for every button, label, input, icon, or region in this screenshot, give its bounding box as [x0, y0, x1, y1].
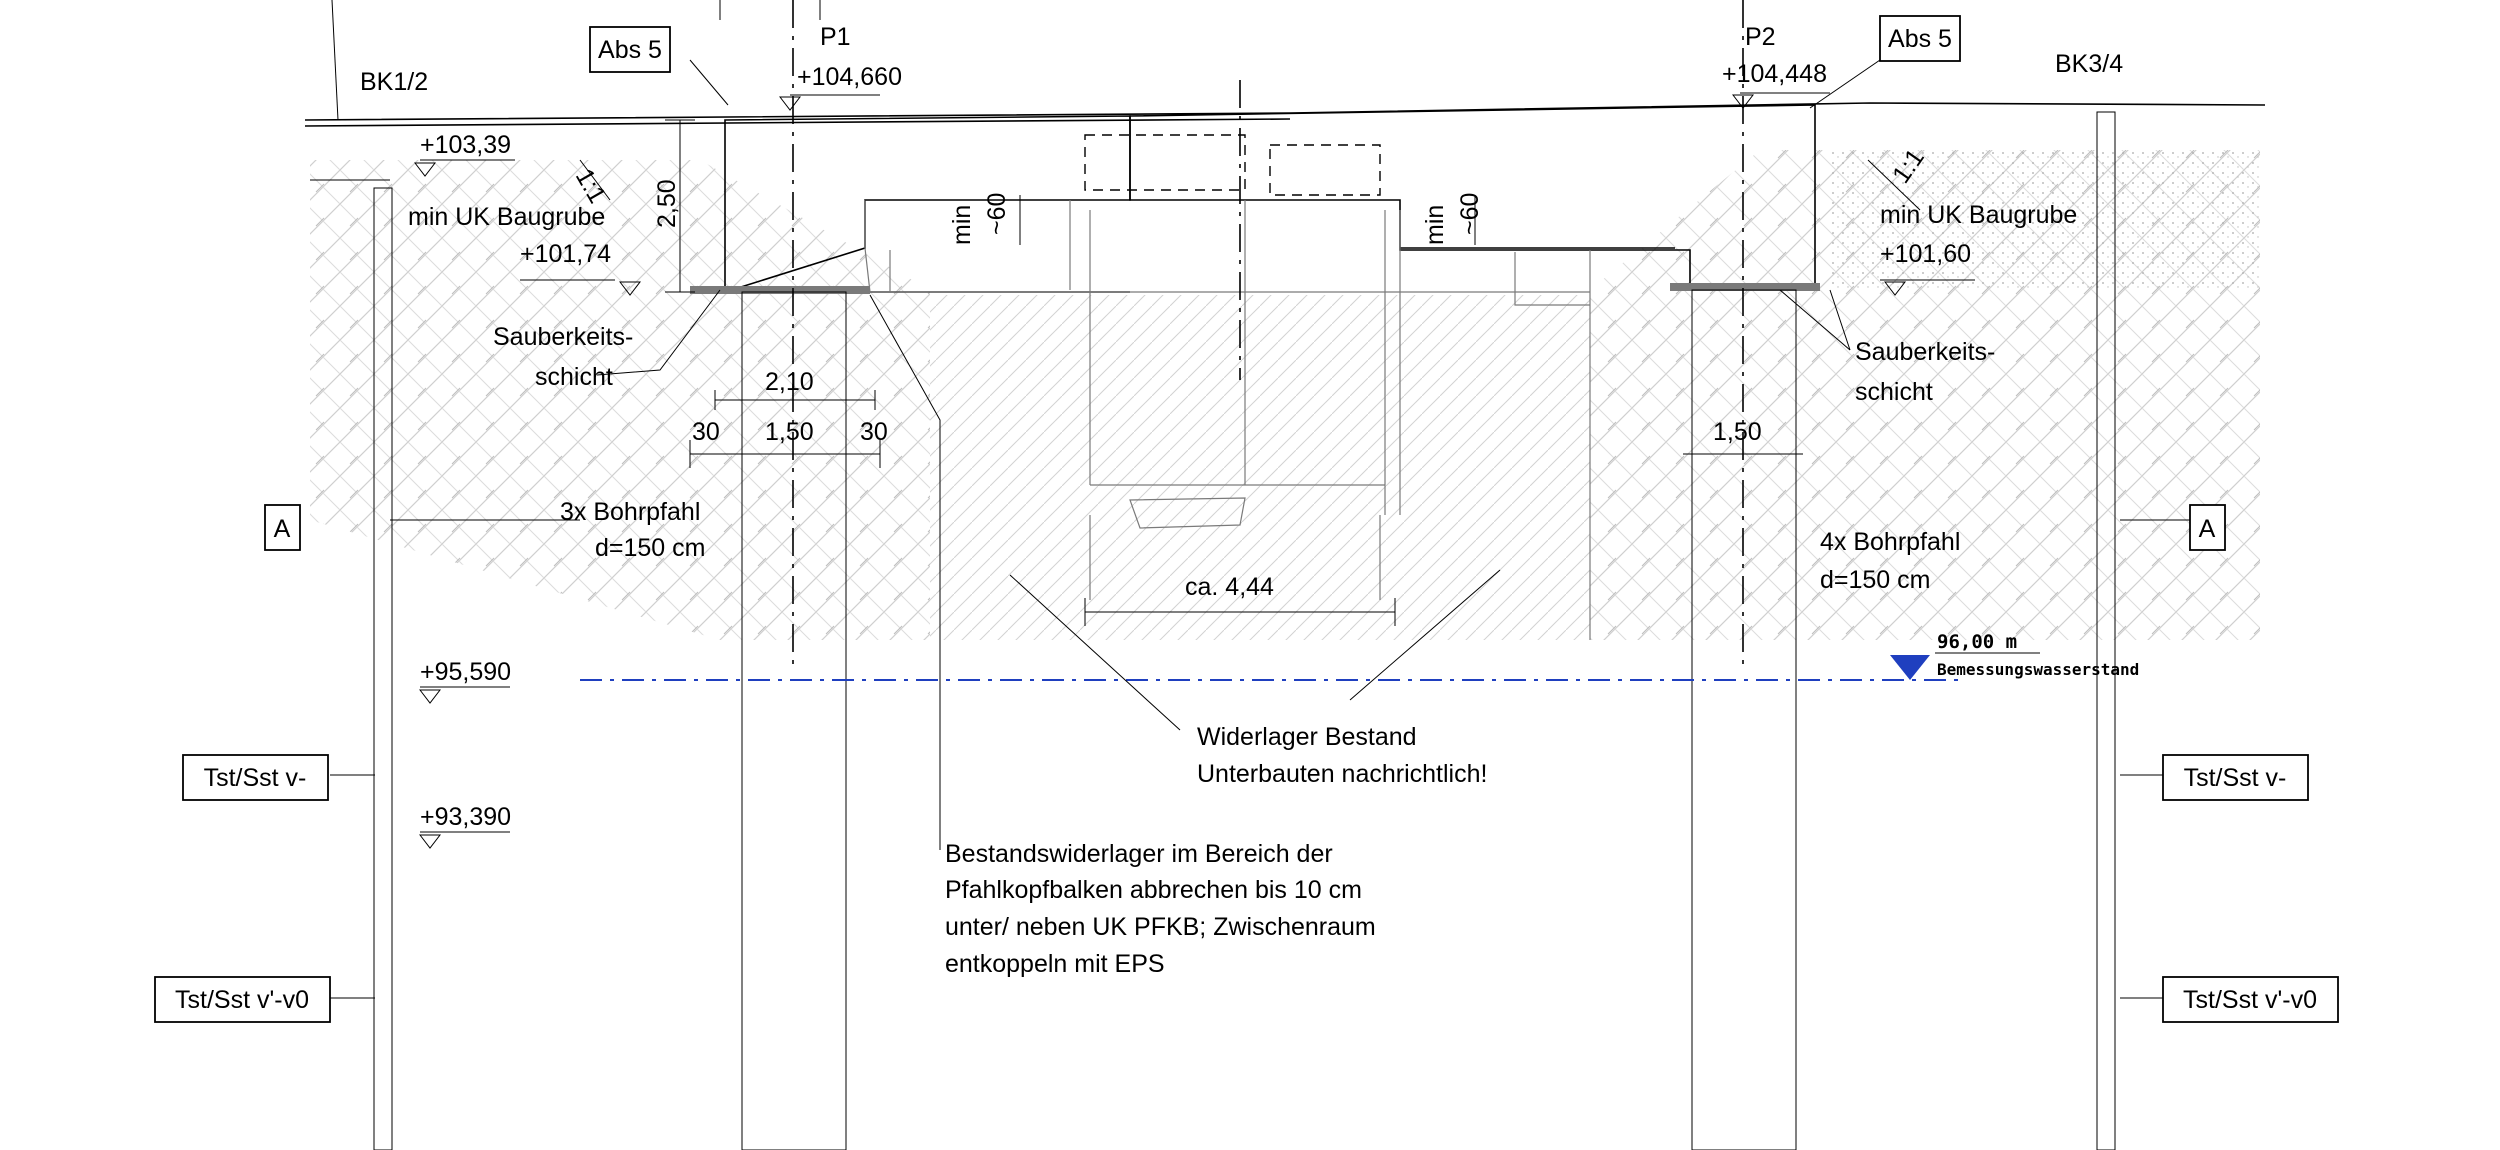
abs-right-text: Abs 5 [1888, 25, 1952, 53]
piles-right-1: 4x Bohrpfahl [1820, 528, 1960, 556]
min60-right-label: min [1421, 205, 1449, 245]
bk-left-label: BK1/2 [360, 68, 428, 96]
approx60-left-label: ~60 [983, 193, 1011, 235]
section-a-left-box [264, 504, 301, 551]
piles-left-2: d=150 cm [595, 534, 706, 562]
dim-250-label: 2,50 [653, 179, 681, 228]
p2-label: P2 [1745, 23, 1776, 51]
dimension-lines [665, 119, 1803, 626]
water-level-value: 96,00 m [1937, 631, 2017, 653]
pile-left [741, 291, 847, 1150]
deck-hidden-2 [1269, 144, 1381, 196]
deck-slab-body [1129, 104, 1816, 291]
demolition-note-2: Pfahlkopfbalken abbrechen bis 10 cm [945, 876, 1362, 904]
soil-dots-right [1830, 150, 2260, 290]
min60-left-label: min [948, 205, 976, 245]
water-level-label: Bemessungswasserstand [1937, 660, 2139, 679]
piles [741, 289, 1797, 1150]
soil-left-2-box [154, 976, 331, 1023]
piles-right-2: d=150 cm [1820, 566, 1931, 594]
borehole-left [373, 187, 393, 1150]
sauber-right-1: Sauberkeits- [1855, 338, 1995, 366]
level-101-74-label: +101,74 [520, 240, 611, 268]
widerlager-note-1: Widerlager Bestand [1197, 723, 1417, 751]
dim-30a-label: 30 [692, 418, 720, 446]
widerlager-note-2: Unterbauten nachrichtlich! [1197, 760, 1487, 788]
soil-left-1-text: Tst/Sst v- [204, 764, 307, 792]
soil-right-1-text: Tst/Sst v- [2184, 764, 2287, 792]
deck-hidden-1 [1084, 134, 1246, 191]
section-a-left-text: A [274, 515, 291, 543]
bk-right-label: BK3/4 [2055, 50, 2123, 78]
p1-label: P1 [820, 23, 851, 51]
abutment-wedge [1129, 497, 1246, 529]
abs-left-box [589, 26, 671, 73]
water-marker [1890, 655, 1930, 680]
soil-right-2-text: Tst/Sst v'-v0 [2183, 986, 2317, 1014]
level-103-label: +103,39 [420, 131, 511, 159]
p2-level: +104,448 [1722, 60, 1827, 88]
dim-30b-label: 30 [860, 418, 888, 446]
soil-right-2-box [2162, 976, 2339, 1023]
pile-right [1691, 289, 1797, 1150]
level-101-60-label: +101,60 [1880, 240, 1971, 268]
piles-left-1: 3x Bohrpfahl [560, 498, 700, 526]
dim-444-label: ca. 4,44 [1185, 573, 1274, 601]
p1-level: +104,660 [797, 63, 902, 91]
elevation-markers [413, 92, 1975, 849]
soil-right-1-box [2162, 754, 2309, 801]
soil-left-1-box [182, 754, 329, 801]
sauber-right-2: schicht [1855, 378, 1933, 406]
deck-slab [1084, 104, 1820, 291]
min-uk-right-label: min UK Baugrube [1880, 201, 2077, 229]
min-uk-left-label: min UK Baugrube [408, 203, 605, 231]
cleanliness-layer-left [690, 286, 870, 294]
section-a-right-text: A [2199, 515, 2216, 543]
soil-left-2-text: Tst/Sst v'-v0 [175, 986, 309, 1014]
axis-lines [792, 0, 1744, 665]
sauber-left-2: schicht [535, 363, 613, 391]
soil-center-hatch [930, 295, 1590, 640]
demolition-note-4: entkoppeln mit EPS [945, 950, 1165, 978]
leader-lines [330, 59, 2215, 999]
level-93-label: +93,390 [420, 803, 511, 831]
borehole-right [2096, 111, 2116, 1150]
demolition-note-3: unter/ neben UK PFKB; Zwischenraum [945, 913, 1376, 941]
dim-210-label: 2,10 [765, 368, 814, 396]
cleanliness-layer-right [1670, 283, 1820, 291]
abs-right-box [1879, 15, 1961, 62]
existing-abutment [870, 200, 1591, 640]
approx60-right-label: ~60 [1456, 193, 1484, 235]
boreholes [310, 111, 2116, 1150]
demolition-note-1: Bestandswiderlager im Bereich der [945, 840, 1333, 868]
abs-left-text: Abs 5 [598, 36, 662, 64]
dim-150-right-label: 1,50 [1713, 418, 1762, 446]
dim-150-label: 1,50 [765, 418, 814, 446]
label-boxes: Abs 5 Abs 5 A A Tst/Sst v- Tst/Sst v- Ts… [154, 15, 2339, 1023]
sauber-left-1: Sauberkeits- [493, 323, 633, 351]
text-labels: BK1/2 BK3/4 P1 +104,660 P2 +104,448 +103… [360, 23, 2139, 978]
level-95-label: +95,590 [420, 658, 511, 686]
water-level [580, 652, 2040, 681]
section-a-right-box [2189, 504, 2226, 551]
